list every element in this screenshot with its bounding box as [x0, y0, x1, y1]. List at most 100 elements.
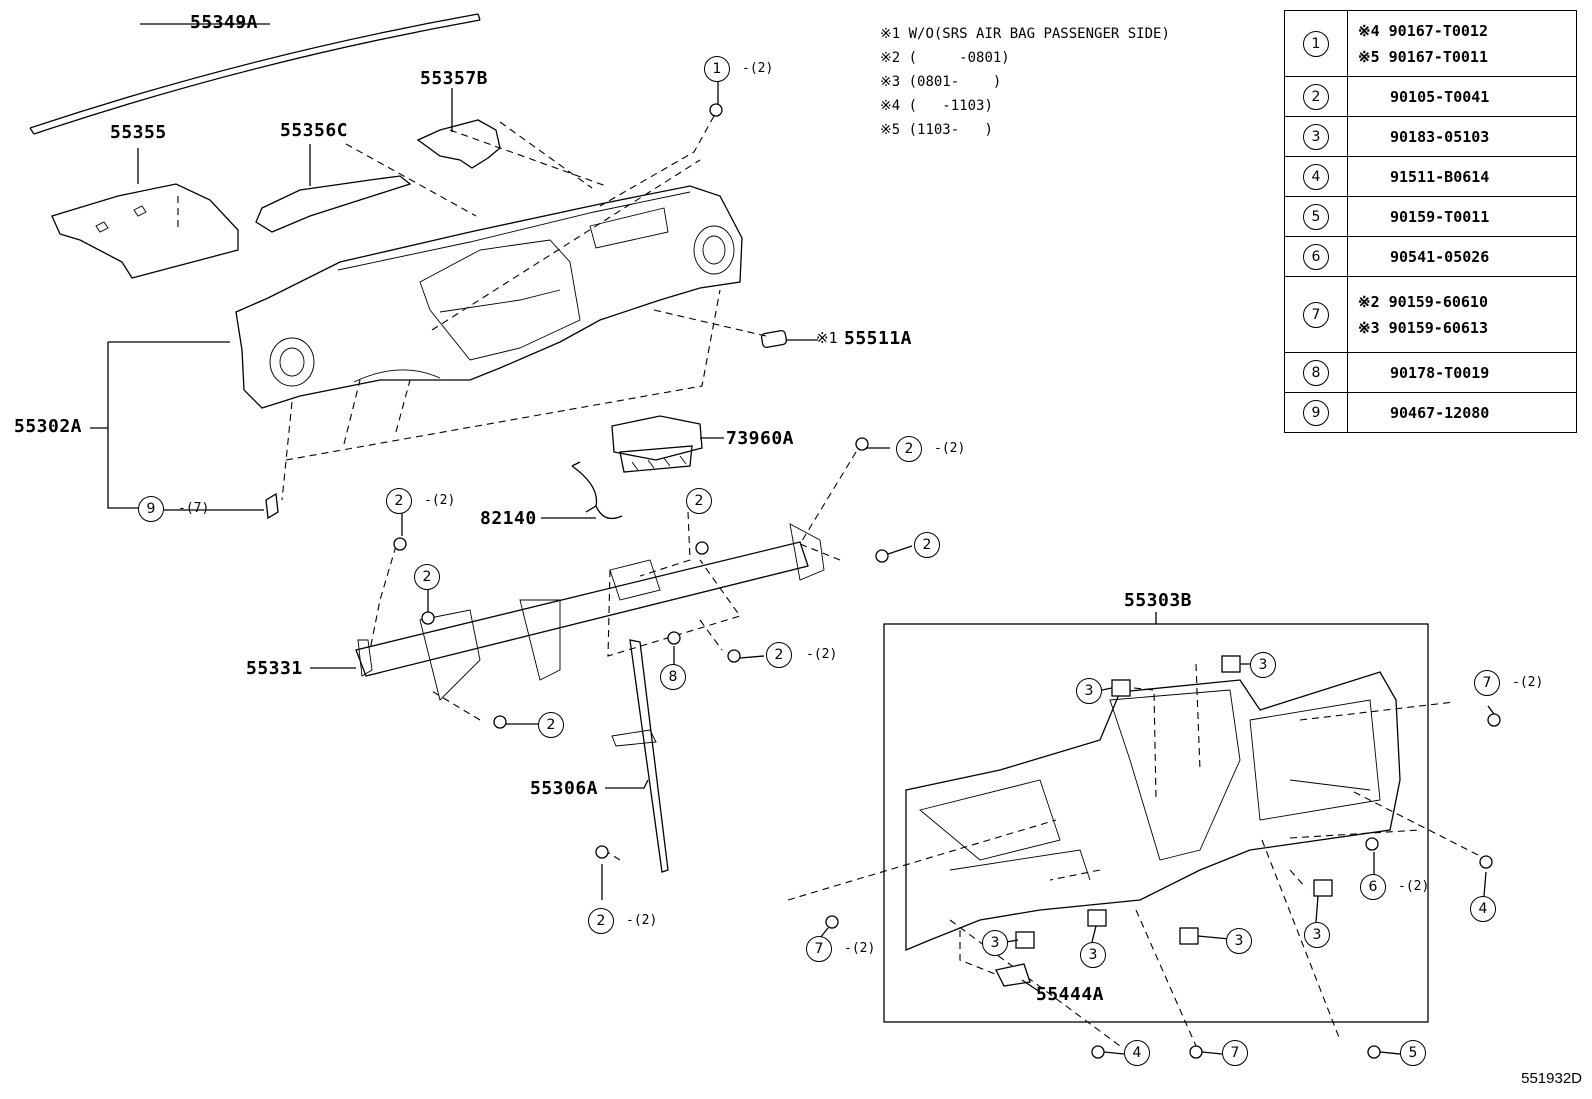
callout-circle: 2 — [686, 488, 712, 514]
callout-circle: 9 — [138, 496, 164, 522]
callout-circle: 4 — [1124, 1040, 1150, 1066]
callout-circle: 1 — [704, 56, 730, 82]
callout-qty: -(2) — [1512, 675, 1544, 690]
callout-qty: -(2) — [934, 441, 966, 456]
callout-circle: 3 — [1076, 678, 1102, 704]
moulding-55349A — [29, 13, 481, 135]
pad-55355 — [51, 183, 239, 279]
callout-circle: 2 — [914, 532, 940, 558]
callout-circle: 6 — [1360, 874, 1386, 900]
callout-circle: 5 — [1400, 1040, 1426, 1066]
ref-circle: 1 — [1303, 30, 1329, 57]
table-row: 2 90105-T0041 — [1284, 76, 1577, 117]
label-82140: 82140 — [480, 508, 537, 529]
part-number: 90467-12080 — [1390, 403, 1490, 422]
ref-circle: 8 — [1303, 359, 1329, 386]
parts-number-table: 1 ※4 90167-T0012 ※5 90167-T0011 2 90105-T… — [1284, 10, 1577, 433]
part-number: ※2 90159-60610 — [1358, 292, 1488, 311]
pad-55356C — [255, 175, 412, 233]
note-line: ※5 (1103- ) — [880, 122, 993, 138]
table-row: 3 90183-05103 — [1284, 116, 1577, 157]
lower-panel-55303B — [905, 671, 1401, 951]
ref-circle: 3 — [1303, 123, 1329, 150]
airbag-module-73960A — [611, 415, 703, 473]
table-row: 5 90159-T0011 — [1284, 196, 1577, 237]
label-55302A: 55302A — [14, 416, 83, 437]
label-55444A: 55444A — [1036, 984, 1105, 1005]
part-number: 90178-T0019 — [1390, 363, 1490, 382]
label-55303B: 55303B — [1124, 590, 1193, 611]
note-line: ※4 ( -1103) — [880, 98, 993, 114]
callout-circle: 2 — [588, 908, 614, 934]
cap-55511A — [760, 330, 788, 348]
clip-9 — [265, 492, 279, 520]
brace-55306A — [629, 639, 669, 873]
table-row: 4 91511-B0614 — [1284, 156, 1577, 197]
callout-circle: 4 — [1470, 896, 1496, 922]
callout-qty: -(2) — [742, 61, 774, 76]
table-row: 8 90178-T0019 — [1284, 352, 1577, 393]
label-55357B: 55357B — [420, 68, 489, 89]
label-55331: 55331 — [246, 658, 303, 679]
label-55349A: 55349A — [190, 12, 259, 33]
instrument-panel-55302A — [235, 185, 743, 409]
label-55306A: 55306A — [530, 778, 599, 799]
note-ref-55511A: ※1 — [816, 329, 838, 347]
part-number: ※5 90167-T0011 — [1358, 47, 1488, 66]
table-row: 6 90541-05026 — [1284, 236, 1577, 277]
callout-circle: 2 — [538, 712, 564, 738]
ref-circle: 5 — [1303, 203, 1329, 230]
callout-circle: 7 — [1222, 1040, 1248, 1066]
callout-circle: 7 — [1474, 670, 1500, 696]
part-number: ※3 90159-60613 — [1358, 318, 1488, 337]
note-line: ※3 (0801- ) — [880, 74, 1002, 90]
bolt-glyphs — [393, 103, 1501, 1059]
reinforcement-55331 — [355, 541, 809, 677]
callout-qty: -(2) — [626, 913, 658, 928]
ref-circle: 4 — [1303, 163, 1329, 190]
callout-circle: 3 — [1080, 942, 1106, 968]
part-number: 90541-05026 — [1390, 247, 1490, 266]
callout-qty: -(2) — [424, 493, 456, 508]
table-row: 9 90467-12080 — [1284, 392, 1577, 433]
callout-qty: -(2) — [1398, 879, 1430, 894]
ref-circle: 9 — [1303, 399, 1329, 426]
note-line: ※2 ( -0801) — [880, 50, 1010, 66]
ref-circle: 7 — [1303, 301, 1329, 328]
callout-circle: 7 — [806, 936, 832, 962]
applicability-notes: ※1 W/O(SRS AIR BAG PASSENGER SIDE) ※2 ( … — [880, 22, 1170, 142]
callout-circle: 2 — [386, 488, 412, 514]
callout-qty: -(2) — [844, 941, 876, 956]
label-55355: 55355 — [110, 122, 167, 143]
part-number: 91511-B0614 — [1390, 167, 1490, 186]
label-55356C: 55356C — [280, 120, 349, 141]
callout-circle: 2 — [896, 436, 922, 462]
leader-lines — [90, 23, 1495, 1055]
wire-82140 — [571, 461, 623, 520]
part-number: 90105-T0041 — [1390, 87, 1490, 106]
label-73960A: 73960A — [726, 428, 795, 449]
table-row: 1 ※4 90167-T0012 ※5 90167-T0011 — [1284, 10, 1577, 77]
callout-qty: -(2) — [806, 647, 838, 662]
pad-55357B — [416, 119, 501, 169]
part-number: 90159-T0011 — [1390, 207, 1490, 226]
note-line: ※1 W/O(SRS AIR BAG PASSENGER SIDE) — [880, 26, 1170, 42]
callout-circle: 2 — [414, 564, 440, 590]
ref-circle: 2 — [1303, 83, 1329, 110]
callout-circle: 2 — [766, 642, 792, 668]
callout-qty: -(7) — [178, 501, 210, 516]
callout-circle: 8 — [660, 664, 686, 690]
callout-circle: 3 — [1304, 922, 1330, 948]
diagram-id: 551932D — [1521, 1070, 1582, 1087]
clip-glyphs — [995, 655, 1333, 987]
callout-circle: 3 — [1226, 928, 1252, 954]
table-row: 7 ※2 90159-60610 ※3 90159-60613 — [1284, 276, 1577, 353]
callout-circle: 3 — [1250, 652, 1276, 678]
part-number: ※4 90167-T0012 — [1358, 21, 1488, 40]
label-55511A: 55511A — [844, 328, 913, 349]
part-number: 90183-05103 — [1390, 127, 1490, 146]
ref-circle: 6 — [1303, 243, 1329, 270]
callout-circle: 3 — [982, 930, 1008, 956]
